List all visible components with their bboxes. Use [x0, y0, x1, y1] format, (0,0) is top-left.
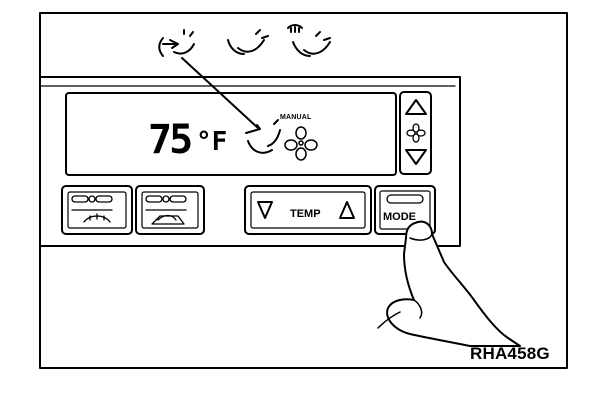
temp-up-button[interactable] — [339, 201, 355, 219]
fan-up-button[interactable] — [405, 99, 427, 115]
mode-indicator-light — [386, 194, 424, 204]
fan-down-button[interactable] — [405, 149, 427, 165]
mode-button[interactable] — [374, 185, 436, 235]
control-panel — [39, 76, 461, 247]
recirculation-button[interactable] — [135, 185, 205, 235]
bi-level-mode-icon — [227, 29, 269, 55]
temperature-unit: °F — [196, 127, 228, 157]
pointing-hand-icon — [377, 220, 521, 347]
temp-button-group — [244, 185, 372, 235]
airflow-mode-icon — [245, 119, 281, 154]
defrost-icon — [83, 213, 111, 223]
defrost-floor-mode-icon — [287, 24, 331, 57]
recirculation-icon — [151, 214, 185, 225]
fan-icon — [284, 126, 318, 161]
temperature-readout: 75 — [148, 117, 193, 163]
vent-mode-icon — [158, 29, 195, 57]
figure-frame — [39, 12, 568, 369]
figure-id: RHA458G — [470, 344, 550, 363]
mode-status-label: MANUAL — [280, 114, 312, 121]
lcd-display — [65, 92, 397, 176]
temp-button-inner — [250, 191, 366, 229]
fan-speed-buttons[interactable] — [399, 91, 432, 175]
mode-button-inner — [379, 190, 431, 230]
defrost-button[interactable] — [61, 185, 133, 235]
temp-button-label: TEMP — [290, 208, 321, 220]
temp-down-button[interactable] — [257, 201, 273, 219]
fan-small-icon — [406, 123, 426, 143]
mode-button-label: MODE — [383, 211, 416, 223]
